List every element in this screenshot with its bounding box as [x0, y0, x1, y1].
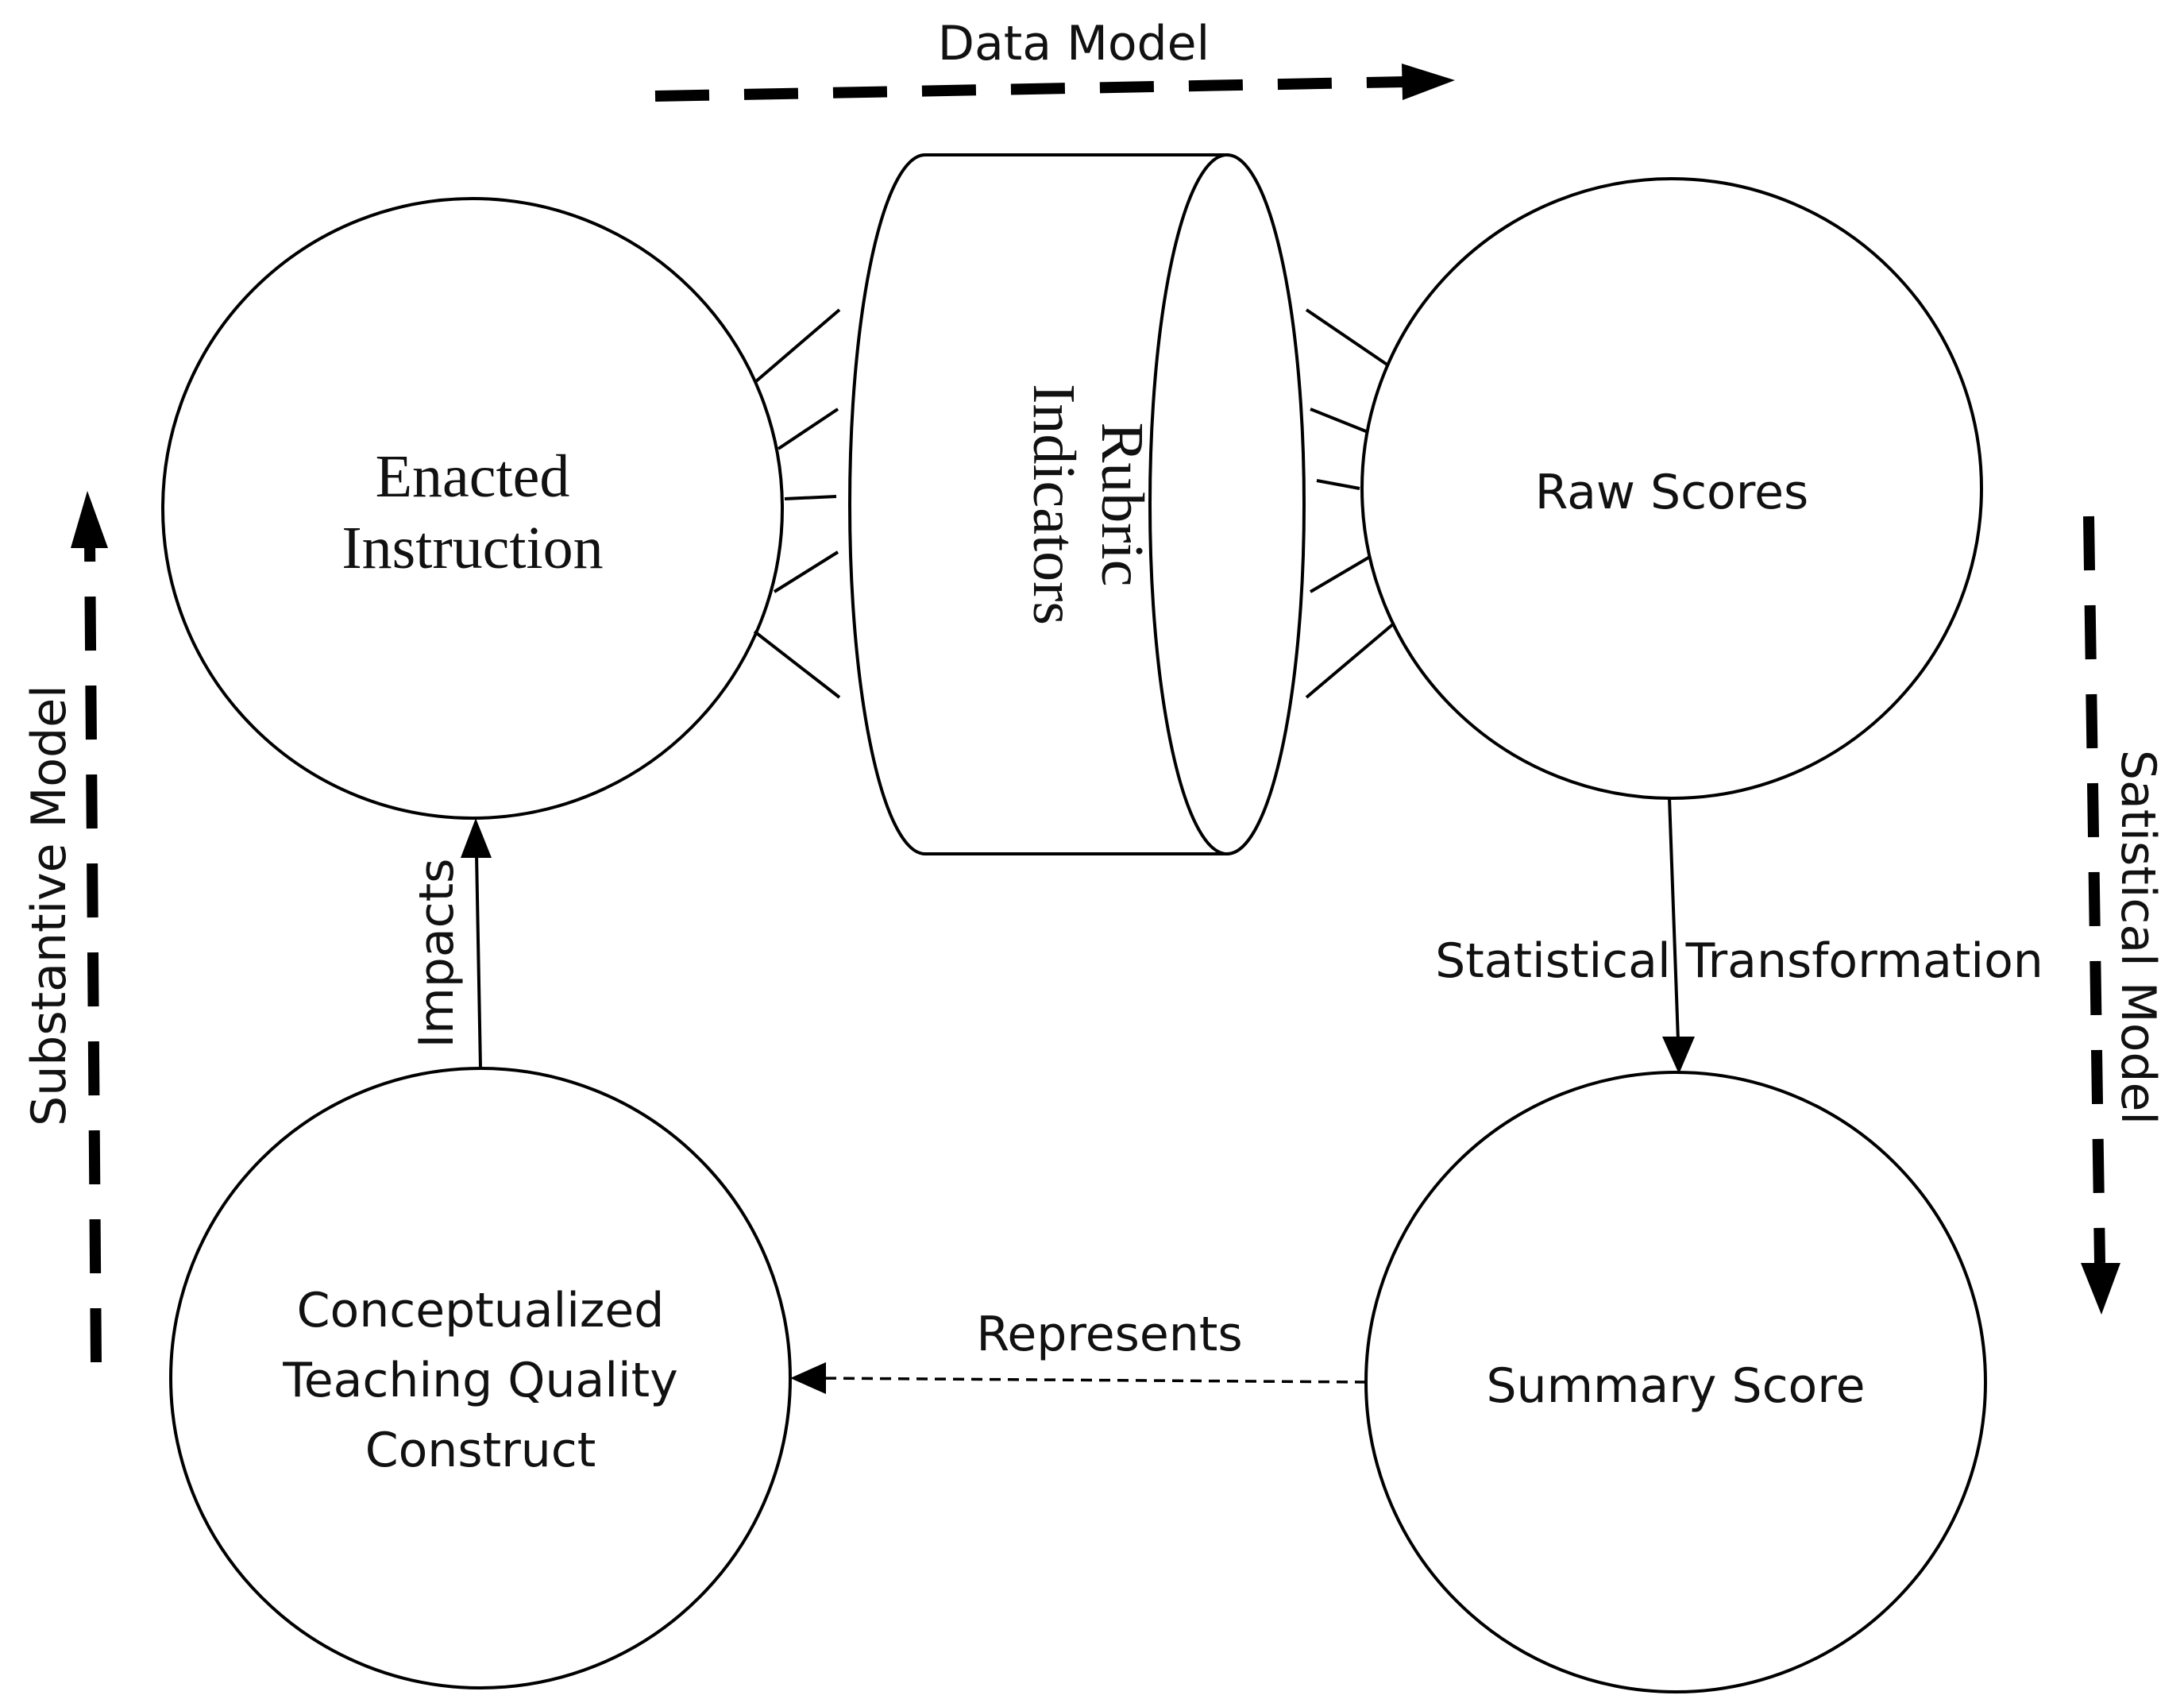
summary-score-node: Summary Score: [1364, 1071, 1987, 1693]
construct-label-line1: Conceptualized: [297, 1283, 665, 1338]
statistical-transformation-label: Statistical Transformation: [1435, 933, 2043, 989]
enacted-instruction-label-line2: Instruction: [341, 515, 603, 581]
enacted-instruction-label-line1: Enacted: [376, 443, 570, 510]
data-model-label: Data Model: [938, 16, 1210, 71]
statistical-transformation-edge: Statistical Transformation: [1435, 797, 2043, 1074]
rubric-indicators-label-line2: Indicators: [1021, 384, 1087, 625]
substantive-model-label: Substantive Model: [21, 685, 77, 1126]
represents-label: Represents: [976, 1307, 1242, 1362]
summary-score-label: Summary Score: [1486, 1358, 1865, 1414]
represents-edge: Represents: [790, 1307, 1367, 1394]
substantive-model-arrow: [71, 491, 108, 1363]
statistical-model-arrow: [2081, 516, 2120, 1315]
impacts-edge: Impacts: [409, 818, 492, 1069]
raw-scores-node: Raw Scores: [1360, 177, 1983, 800]
enacted-instruction-node: Enacted Instruction: [161, 197, 784, 820]
statistical-model-label: Satistical Model: [2110, 750, 2166, 1125]
data-model-arrow: [654, 64, 1455, 102]
rubric-indicators-label-line1: Rubric: [1089, 423, 1156, 587]
raw-scores-label: Raw Scores: [1535, 465, 1809, 520]
rays-left: [753, 308, 841, 699]
rays-right: [1305, 308, 1395, 699]
construct-label-line3: Construct: [365, 1423, 596, 1478]
conceptualized-construct-node: Conceptualized Teaching Quality Construc…: [169, 1067, 792, 1689]
construct-label-line2: Teaching Quality: [282, 1353, 677, 1408]
impacts-label: Impacts: [409, 859, 465, 1048]
rubric-indicators-cylinder: Rubric Indicators: [848, 153, 1306, 855]
